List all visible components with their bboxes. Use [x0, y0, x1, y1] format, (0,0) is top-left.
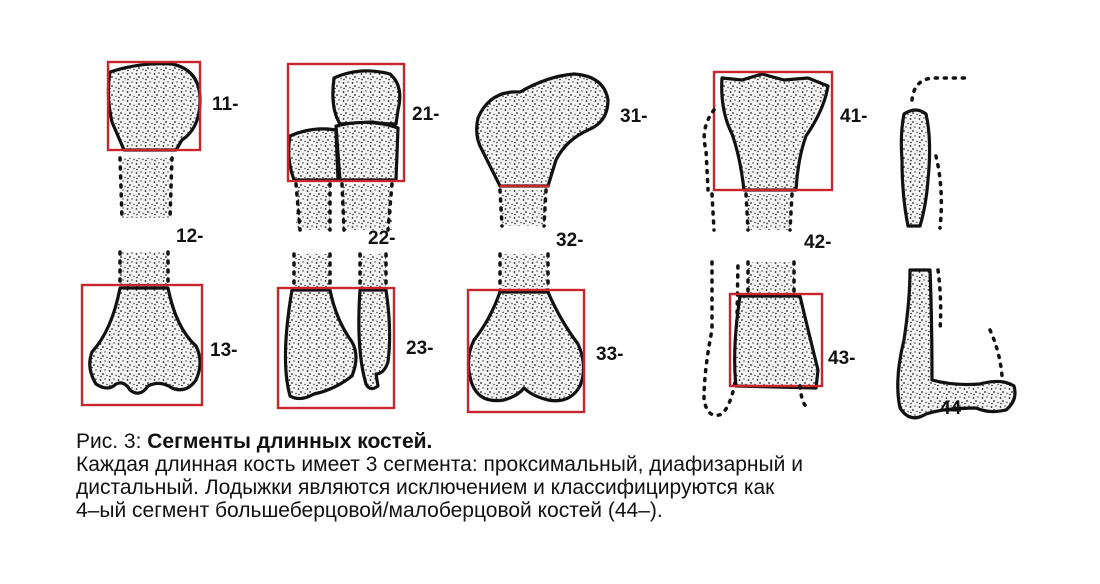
tibia-fibula-group: [702, 70, 834, 418]
tibia-distal: [733, 294, 820, 390]
caption-line-1: Каждая длинная кость имеет 3 сегмента: п…: [76, 453, 803, 476]
label-segment-21: 21-: [412, 104, 439, 125]
radius-distal: [283, 288, 358, 401]
humerus-group: [80, 60, 204, 407]
frame-segment-13: [80, 283, 204, 407]
label-segment-43: 43-: [828, 348, 855, 369]
femur-group: [466, 72, 610, 414]
figure-caption: Рис. 3: Сегменты длинных костей. Каждая …: [76, 430, 1076, 522]
label-segment-42: 42-: [804, 232, 831, 253]
malleolus-profile: [896, 268, 1017, 420]
humerus-distal: [88, 286, 202, 395]
frame-segment-43: [728, 292, 824, 388]
frame-segment-41: [712, 70, 834, 192]
fibula-tip-outline: [798, 384, 812, 410]
malleolar-top-outline: [910, 76, 972, 102]
segment-labels: 11- 12- 13- 21- 22- 23- 31- 32- 33- 41- …: [176, 94, 967, 419]
label-segment-33: 33-: [596, 344, 623, 365]
malleolar-group: [896, 76, 1017, 420]
ulna-distal: [357, 288, 392, 391]
label-segment-13: 13-: [210, 340, 237, 361]
caption-title: Сегменты длинных костей.: [147, 430, 433, 453]
caption-prefix: Рис. 3:: [76, 430, 148, 453]
label-segment-44: 44-: [940, 398, 967, 419]
caption-line-3: 4–ый сегмент большеберцовой/малоберцовой…: [76, 499, 663, 522]
frame-segment-11: [106, 60, 202, 152]
frame-segment-33: [466, 288, 586, 414]
label-segment-11: 11-: [212, 94, 238, 115]
femur-proximal: [475, 72, 610, 188]
caption-line-2: дистальный. Лодыжки являются исключением…: [76, 476, 775, 499]
caption-heading: Рис. 3: Сегменты длинных костей.: [76, 430, 1076, 453]
fibula-distal-outline: [702, 260, 740, 418]
fibula-proximal-profile: [899, 108, 932, 228]
label-segment-23: 23-: [406, 338, 433, 359]
label-segment-12: 12-: [176, 226, 203, 247]
humerus-proximal: [106, 62, 202, 152]
label-segment-32: 32-: [556, 230, 583, 251]
frame-segment-21: [286, 62, 406, 183]
label-segment-41: 41-: [840, 106, 867, 127]
label-segment-22: 22-: [368, 228, 395, 249]
ulna-upper-shaft: [334, 120, 400, 182]
femur-distal: [466, 290, 586, 403]
radius-proximal: [287, 127, 340, 182]
label-segment-31: 31-: [620, 106, 647, 127]
tibia-proximal: [720, 72, 830, 192]
forearm-group: [276, 62, 406, 410]
ulna-proximal: [331, 69, 402, 126]
fibula-proximal-outline: [702, 108, 716, 192]
frame-segment-23: [276, 286, 396, 410]
